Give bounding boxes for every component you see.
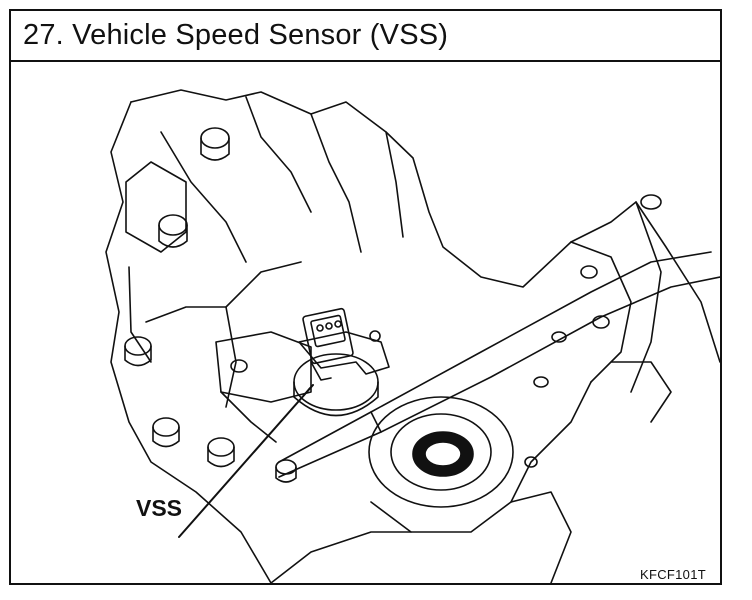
vss-callout-label: VSS (136, 495, 183, 521)
figure-title: 27. Vehicle Speed Sensor (VSS) (23, 19, 449, 51)
output-shaft-seal (368, 396, 514, 533)
bolt-4 (152, 417, 180, 448)
transaxle-illustration (105, 89, 720, 583)
figure-code: KFCF101T (640, 567, 706, 582)
bolt-1 (200, 127, 230, 161)
figure-header: 27. Vehicle Speed Sensor (VSS) (11, 11, 720, 62)
figure-frame: 27. Vehicle Speed Sensor (VSS) (9, 9, 722, 585)
housing-left-edge (105, 101, 272, 583)
housing-outline (130, 89, 720, 363)
bolt-2 (158, 214, 188, 248)
vehicle-speed-sensor (293, 307, 390, 417)
vss-leader-line (178, 384, 314, 538)
bolt-5 (207, 437, 235, 468)
bolt-3 (124, 336, 152, 367)
